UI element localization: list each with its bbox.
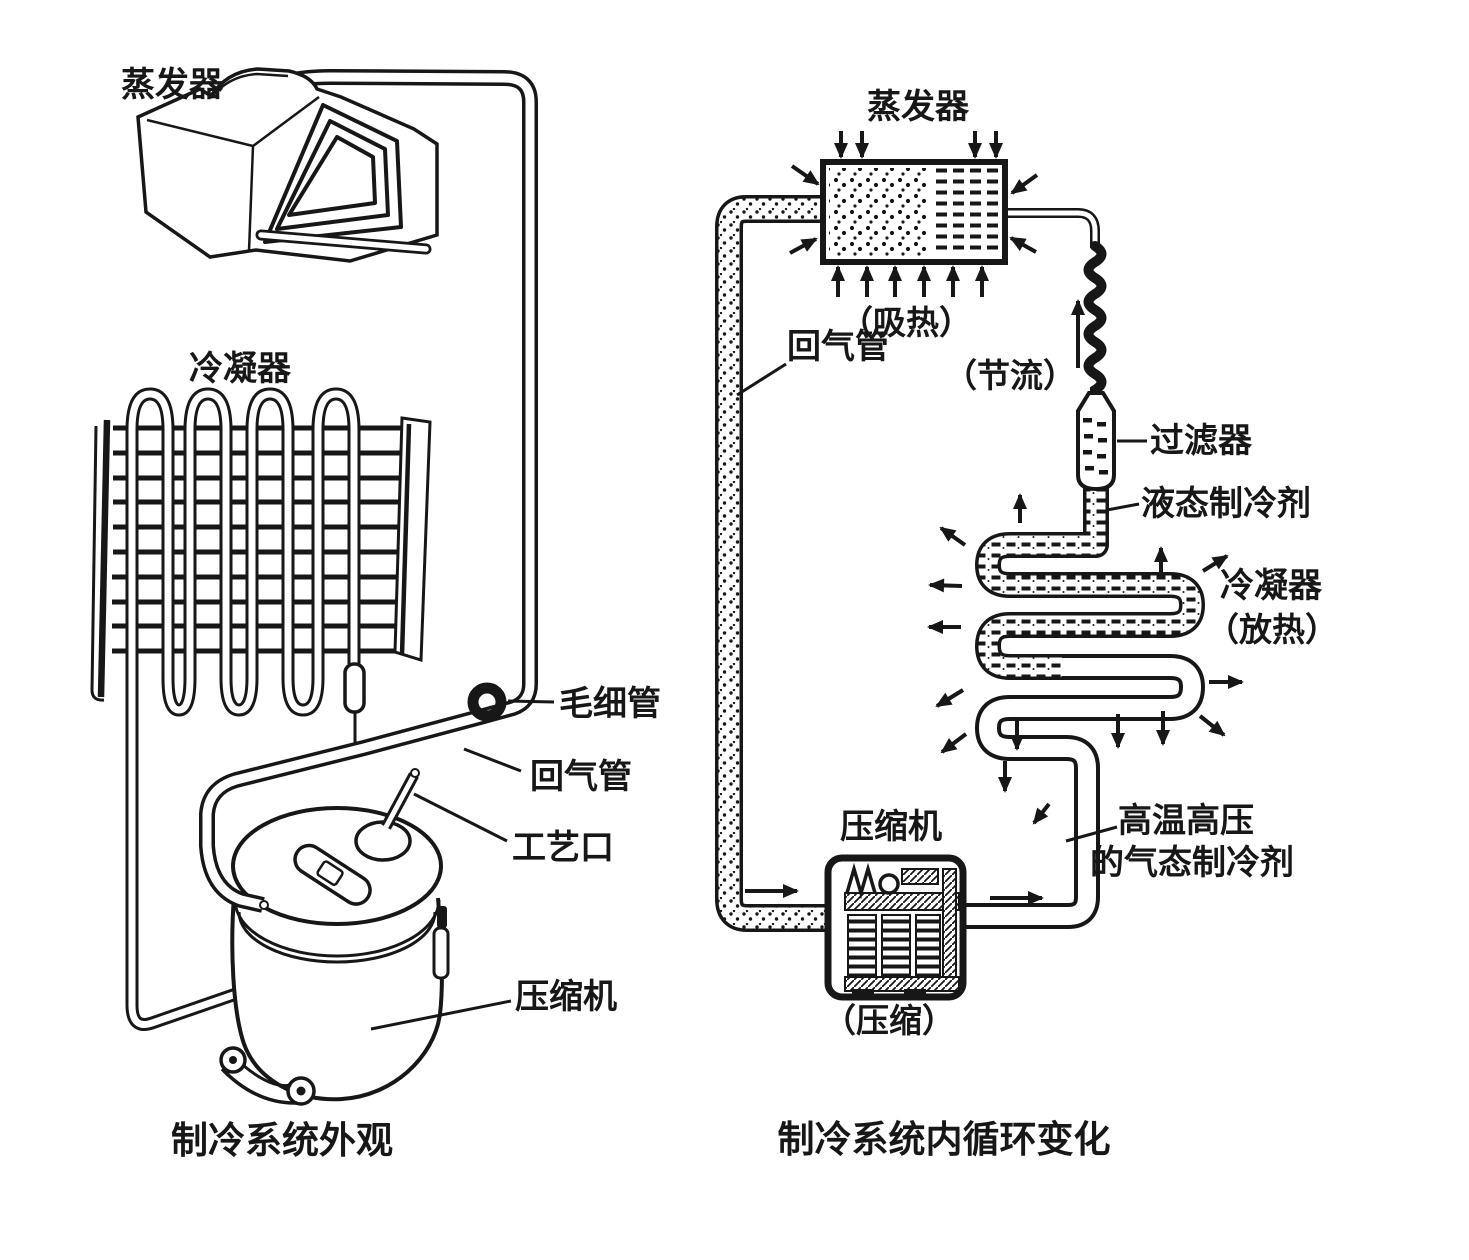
- capillary-coil-ring: [467, 682, 507, 722]
- left-leader-lines: [370, 699, 555, 1031]
- label-throttle: （节流）: [944, 356, 1076, 395]
- heat-arrow: [940, 732, 968, 754]
- condenser-liquid-section: [975, 485, 1205, 680]
- heat-arrow: [1198, 714, 1226, 737]
- label-heat-absorb: （吸热）: [840, 303, 972, 342]
- pipe-open-end: [259, 900, 269, 910]
- throttle-coil: [1083, 241, 1107, 402]
- label-liquid-refrigerant: 液态制冷剂: [1141, 484, 1311, 524]
- heat-arrow: [1009, 236, 1037, 254]
- evaporator-tube-loops: [263, 103, 403, 244]
- label-compress: （压缩）: [823, 1001, 955, 1040]
- heat-arrow: [1010, 173, 1039, 195]
- label-hot-gas-2: 的气态制冷剂: [1090, 843, 1294, 883]
- return-pipe-right: [715, 195, 832, 932]
- heat-arrow: [935, 688, 965, 708]
- condenser-panel-line: [399, 423, 412, 656]
- label-compressor-right: 压缩机: [840, 807, 942, 847]
- right-leader-lines: [736, 362, 1147, 843]
- right-diagram: 蒸发器 （吸热） 回气管 （节流） 过滤器 液态制冷剂 冷凝器 （放热） 高温高…: [715, 87, 1338, 1161]
- right-caption: 制冷系统内循环变化: [778, 1118, 1111, 1161]
- heat-arrow: [790, 164, 820, 186]
- drier-fitting: [343, 662, 366, 714]
- label-capillary-tube: 毛细管: [559, 684, 661, 724]
- condenser-panel-edge: [393, 416, 432, 663]
- label-evaporator-left: 蒸发器: [121, 65, 224, 105]
- label-compressor-left: 压缩机: [515, 977, 617, 1017]
- left-diagram: 蒸发器 冷凝器 毛细管 回气管 工艺口 压缩机 制冷系统外观: [90, 65, 661, 1162]
- evaporator-3d-box: [136, 67, 439, 263]
- condenser-serpentine: [125, 387, 361, 1031]
- label-return-pipe-right: 回气管: [787, 327, 889, 367]
- condenser-left-edge: [90, 425, 105, 702]
- filter-capsule: [1076, 391, 1116, 492]
- heat-arrow: [1032, 802, 1051, 825]
- label-return-pipe-left: 回气管: [530, 757, 632, 797]
- label-filter: 过滤器: [1150, 421, 1253, 461]
- pipe-to-coil-core: [1002, 210, 1098, 248]
- condenser-gas-section: [957, 654, 1205, 929]
- condenser-left-frame: [97, 419, 111, 698]
- heat-arrow: [789, 237, 818, 255]
- label-heat-release: （放热）: [1206, 610, 1338, 649]
- label-hot-gas-1: 高温高压: [1118, 801, 1254, 841]
- process-port-boss: [354, 820, 412, 862]
- label-evaporator-right: 蒸发器: [867, 87, 970, 127]
- left-caption: 制冷系统外观: [171, 1119, 393, 1162]
- arrows: [745, 131, 1244, 905]
- compressor-box: [824, 854, 967, 1001]
- heat-arrow: [1201, 554, 1229, 573]
- label-condenser-left: 冷凝器: [189, 349, 292, 389]
- label-condenser-right: 冷凝器: [1220, 566, 1323, 606]
- heat-arrow: [928, 578, 963, 593]
- evaporator-block: [820, 159, 1008, 265]
- compressor-pot: [219, 768, 450, 1106]
- label-process-port: 工艺口: [512, 828, 614, 868]
- heat-arrow: [939, 526, 967, 547]
- condenser-wire-grid: [112, 425, 406, 654]
